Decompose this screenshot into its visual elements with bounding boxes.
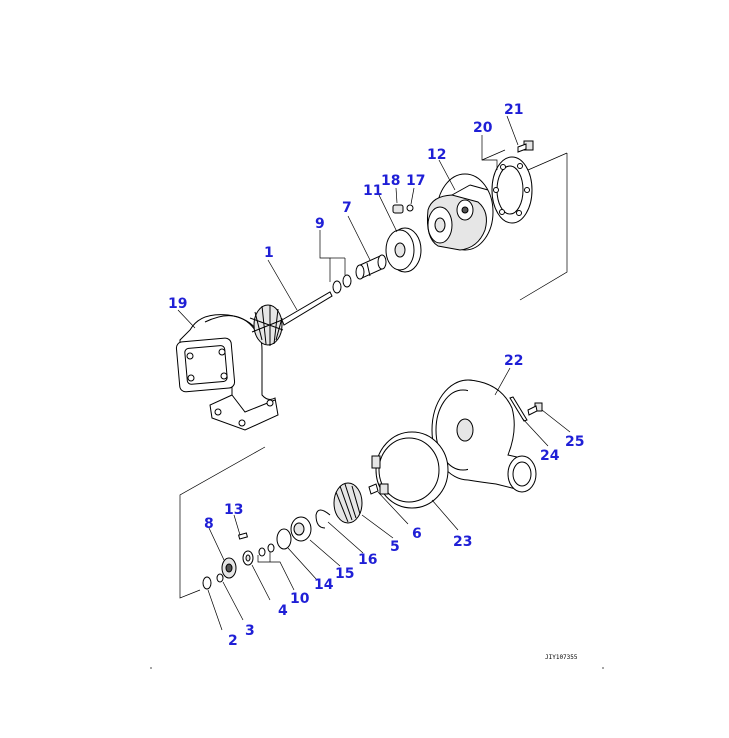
callout-2: 2 <box>228 633 238 649</box>
callout-5: 5 <box>390 539 400 555</box>
part-21-bolt <box>517 140 534 153</box>
part-25-bolt <box>527 402 543 416</box>
part-12-center-housing <box>427 173 494 251</box>
frame-lines <box>150 152 604 669</box>
callout-15: 15 <box>335 566 354 582</box>
callout-3: 3 <box>245 623 255 639</box>
part-2-washer <box>202 576 212 590</box>
callout-labels: 1 2 3 4 5 6 7 8 9 10 11 12 13 14 15 16 1… <box>168 102 584 649</box>
callout-13: 13 <box>224 502 243 518</box>
callout-1: 1 <box>264 245 274 261</box>
part-9-piston-rings <box>332 274 352 294</box>
callout-16: 16 <box>358 552 377 568</box>
callout-6: 6 <box>412 526 422 542</box>
part-11-seal-plate <box>385 227 422 273</box>
part-18-plug <box>392 204 404 214</box>
callout-21: 21 <box>504 102 523 118</box>
part-24-pin <box>509 396 528 422</box>
callout-18: 18 <box>381 173 400 189</box>
leader-lines <box>177 115 571 631</box>
part-1-turbine-wheel-shaft <box>249 291 333 346</box>
callout-7: 7 <box>342 200 352 216</box>
drawing-code: JIY107355 <box>545 654 578 661</box>
part-3-washer <box>216 573 224 583</box>
callout-12: 12 <box>427 147 446 163</box>
part-19-turbine-housing <box>175 314 279 431</box>
part-7-thrust-sleeve <box>355 254 387 280</box>
part-10-piston-rings <box>258 543 275 557</box>
part-5-compressor-wheel <box>333 482 363 524</box>
part-16-snap-ring <box>315 509 331 529</box>
callout-8: 8 <box>204 516 214 532</box>
part-14-o-ring <box>276 528 292 550</box>
part-23-v-band-clamp <box>371 431 449 509</box>
callout-22: 22 <box>504 353 523 369</box>
callout-20: 20 <box>473 120 493 136</box>
part-22-compressor-housing <box>431 379 537 493</box>
callout-24: 24 <box>540 448 560 464</box>
callout-25: 25 <box>565 434 584 450</box>
callout-10: 10 <box>290 591 310 607</box>
part-8-thrust-bushing <box>221 557 237 579</box>
callout-9: 9 <box>315 216 325 232</box>
callout-19: 19 <box>168 296 187 312</box>
part-4-collar <box>242 550 254 566</box>
part-15-insert <box>290 516 312 542</box>
callout-17: 17 <box>406 173 425 189</box>
part-20-flange-plate <box>491 156 533 224</box>
part-6-nut <box>368 483 379 495</box>
callout-23: 23 <box>453 534 472 550</box>
part-13-pin <box>238 532 248 540</box>
part-17-o-ring <box>406 204 414 212</box>
callout-14: 14 <box>314 577 334 593</box>
callout-11: 11 <box>363 183 382 199</box>
callout-4: 4 <box>278 603 288 619</box>
